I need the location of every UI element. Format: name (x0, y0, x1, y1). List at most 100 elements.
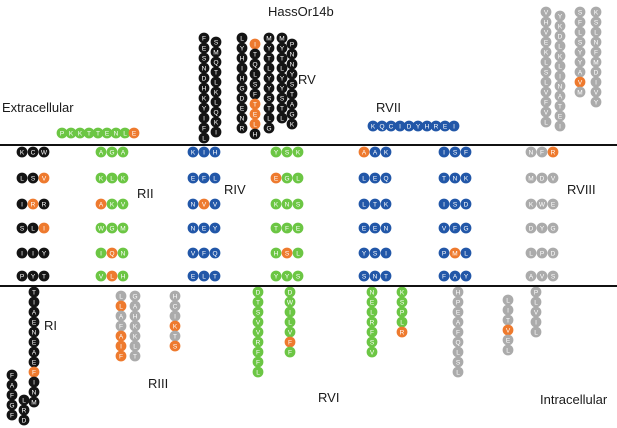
residue-rv: E (236, 102, 248, 114)
residue-rv: G (286, 108, 298, 120)
svg-text:K: K (69, 131, 74, 138)
residue-icl: I (502, 304, 514, 316)
residue-rviii: I (554, 120, 566, 132)
residue-rviii: M (574, 86, 586, 98)
residue-ri: R (38, 198, 50, 210)
residue-riii: F (115, 320, 127, 332)
svg-text:R: R (22, 408, 27, 415)
residue-rvii-loop: Q (376, 120, 388, 132)
svg-text:E: E (132, 131, 137, 138)
residue-rv: T (210, 66, 222, 78)
svg-text:T: T (274, 226, 278, 233)
residue-rviii: Y (590, 96, 602, 108)
residue-icl: V (502, 324, 514, 336)
svg-text:P: P (20, 274, 24, 281)
svg-text:L: L (506, 348, 510, 355)
residue-rv: T (286, 88, 298, 100)
residue-riv: V (187, 247, 199, 259)
residue-rviii: Y (554, 10, 566, 22)
residue-rviii: V (540, 26, 552, 38)
residue-riv: E (187, 270, 199, 282)
helix-label-rii: RII (137, 186, 154, 201)
residue-icl: T (502, 314, 514, 326)
residue-rviii-tm: E (547, 198, 559, 210)
svg-text:V: V (578, 80, 583, 87)
residue-rv: H (198, 82, 210, 94)
residue-rvii-b: D (460, 198, 472, 210)
residue-rviii-tm: G (547, 222, 559, 234)
residue-rvi: Y (281, 270, 293, 282)
svg-text:E: E (551, 202, 556, 209)
residue-riv: N (187, 198, 199, 210)
svg-text:G: G (9, 403, 14, 410)
residue-riii: I (169, 310, 181, 322)
svg-text:V: V (256, 320, 261, 327)
residue-rvii-b: G (460, 222, 472, 234)
svg-text:Y: Y (280, 86, 285, 93)
residue-rii: A (95, 198, 107, 210)
residue-rv: L (198, 132, 210, 144)
residue-rii: Q (106, 247, 118, 259)
residue-rv: L (210, 76, 222, 88)
svg-text:V: V (540, 274, 545, 281)
helix-label-riii: RIII (148, 376, 169, 391)
residue-rvi: G (281, 172, 293, 184)
residue-ri-tail: F (6, 409, 18, 421)
svg-text:A: A (99, 150, 104, 157)
residue-rviii: L (540, 56, 552, 68)
svg-text:L: L (202, 136, 206, 143)
svg-text:I: I (33, 380, 35, 387)
residue-rviii: I (554, 70, 566, 82)
residue-ri-tail: G (6, 399, 18, 411)
residue-rv: T (276, 52, 288, 64)
residue-ri-tail: A (28, 346, 40, 358)
svg-text:W: W (98, 226, 105, 233)
svg-text:N: N (121, 251, 126, 258)
svg-text:Y: Y (267, 76, 272, 83)
svg-text:V: V (544, 30, 549, 37)
svg-text:R: R (240, 126, 245, 133)
svg-text:T: T (133, 354, 137, 361)
svg-text:L: L (119, 304, 123, 311)
residue-rv: L (276, 62, 288, 74)
svg-text:M: M (120, 226, 125, 233)
residue-ri-tail: D (18, 414, 30, 426)
residue-rvii-loop: Y (412, 120, 424, 132)
residue-rviii: K (554, 50, 566, 62)
svg-text:N: N (191, 202, 196, 209)
residue-icl: L (530, 326, 542, 338)
svg-text:D: D (407, 124, 412, 131)
residue-rii: V (117, 198, 129, 210)
residue-rv: D (198, 72, 210, 84)
residue-rviii-tm: M (525, 172, 537, 184)
residue-rvii-loop: D (403, 120, 415, 132)
svg-text:P: P (400, 310, 404, 317)
residue-rviii: E (540, 36, 552, 48)
residue-rv: Y (263, 72, 275, 84)
residue-rv: L (263, 62, 275, 74)
residue-rvi: S (292, 198, 304, 210)
svg-text:V: V (544, 10, 549, 17)
helix-label-rviii: RVIII (567, 182, 596, 197)
residue-ri: V (38, 172, 50, 184)
svg-text:T: T (384, 274, 388, 281)
svg-text:K: K (133, 324, 138, 331)
helix-label-rvii: RVII (376, 100, 402, 115)
residue-rvii: A (358, 146, 370, 158)
svg-text:L: L (253, 122, 257, 129)
svg-text:C: C (31, 150, 36, 157)
svg-text:L: L (110, 274, 114, 281)
svg-text:T: T (267, 56, 271, 63)
residue-ri: I (38, 222, 50, 234)
svg-text:V: V (121, 202, 126, 209)
residue-rv: T (263, 52, 275, 64)
intracellular-label: Intracellular (540, 392, 608, 407)
svg-text:A: A (10, 383, 15, 390)
residue-rviii: F (540, 96, 552, 108)
svg-text:A: A (121, 150, 126, 157)
svg-text:Y: Y (290, 72, 295, 79)
svg-text:L: L (464, 251, 468, 258)
residue-rv: N (286, 58, 298, 70)
residue-rv: S (263, 92, 275, 104)
svg-text:N: N (191, 226, 196, 233)
